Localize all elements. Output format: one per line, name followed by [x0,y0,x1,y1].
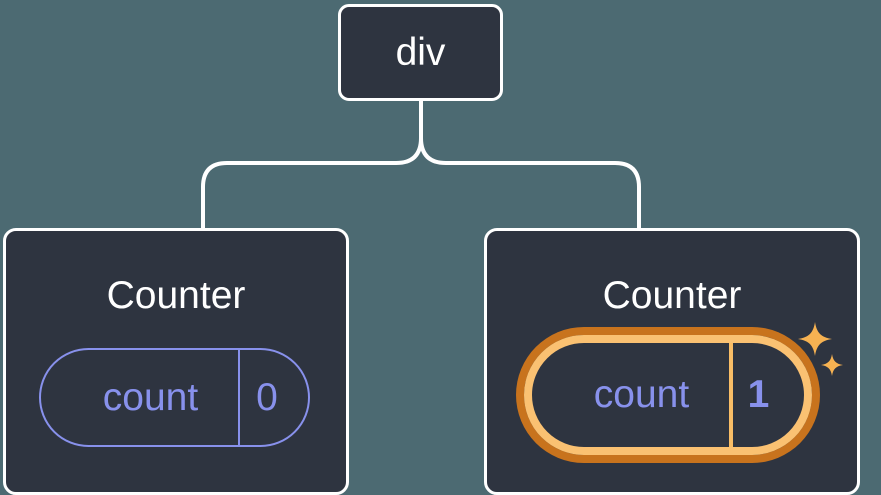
state-value: 1 [747,373,770,416]
counter-title: Counter [106,274,246,317]
sparkles-icon [798,322,843,376]
state-value: 0 [256,375,278,419]
state-pill-count-1-highlighted: count 1 [524,335,812,455]
state-key: count [41,350,240,445]
sparkle-small-icon [821,354,843,376]
counter-title: Counter [602,274,742,317]
state-key: count [532,343,733,447]
tree-node-div: div [338,4,503,101]
node-label: div [395,31,446,74]
state-pill-count-0: count 0 [39,348,310,447]
sparkle-large-icon [798,322,832,356]
